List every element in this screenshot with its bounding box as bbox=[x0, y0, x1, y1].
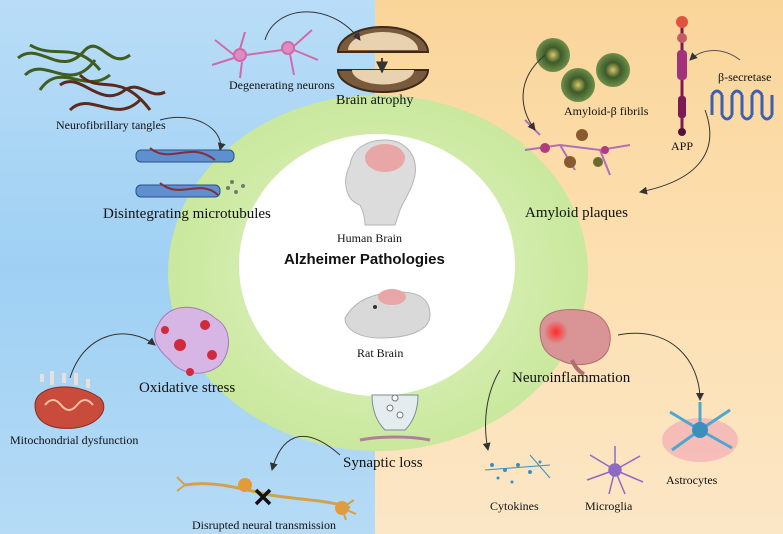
amyloid-plaques-icon bbox=[524, 119, 631, 176]
neural-transmission-icon bbox=[176, 476, 357, 521]
label-microglia: Microglia bbox=[585, 499, 633, 513]
label-rat-brain: Rat Brain bbox=[357, 346, 404, 360]
beta-secretase-icon bbox=[710, 89, 774, 121]
cytokines-icon bbox=[484, 454, 551, 484]
label-amyloid-plaques: Amyloid plaques bbox=[525, 205, 628, 221]
label-disrupted-neural-transmission: Disrupted neural transmission bbox=[192, 518, 336, 532]
mitochondria-icon bbox=[34, 371, 105, 429]
label-oxidative-stress: Oxidative stress bbox=[139, 380, 236, 396]
neurofibrillary-tangles-icon bbox=[17, 43, 166, 112]
label-cytokines: Cytokines bbox=[490, 499, 539, 513]
inflamed-brain-icon bbox=[539, 309, 611, 376]
label-app: APP bbox=[671, 139, 694, 153]
synapse-icon bbox=[359, 394, 431, 442]
brain-atrophy-icon bbox=[336, 26, 430, 93]
label-degenerating-neurons: Degenerating neurons bbox=[229, 78, 335, 92]
human-head-icon bbox=[345, 139, 416, 226]
app-protein-icon bbox=[676, 16, 688, 136]
astrocytes-icon bbox=[662, 402, 738, 462]
degenerating-neurons-icon bbox=[211, 29, 319, 79]
label-mitochondrial-dysfunction: Mitochondrial dysfunction bbox=[10, 433, 139, 447]
rat-head-icon bbox=[344, 289, 431, 339]
label-amyloid-fibrils: Amyloid-β fibrils bbox=[564, 104, 649, 118]
label-human-brain: Human Brain bbox=[337, 231, 402, 245]
label-beta-secretase: β-secretase bbox=[718, 70, 772, 84]
microtubules-icon bbox=[135, 147, 245, 198]
amyloid-fibrils-icon bbox=[536, 38, 630, 102]
label-astrocytes: Astrocytes bbox=[666, 473, 718, 487]
label-neuroinflammation: Neuroinflammation bbox=[512, 370, 631, 386]
label-neurofibrillary-tangles: Neurofibrillary tangles bbox=[56, 118, 166, 132]
microglia-icon bbox=[586, 446, 644, 495]
label-brain-atrophy: Brain atrophy bbox=[336, 93, 414, 108]
label-disintegrating-microtubules: Disintegrating microtubules bbox=[103, 206, 271, 222]
diagram-title: Alzheimer Pathologies bbox=[284, 251, 445, 268]
oxidative-stress-icon bbox=[154, 306, 229, 376]
label-synaptic-loss: Synaptic loss bbox=[343, 455, 423, 471]
